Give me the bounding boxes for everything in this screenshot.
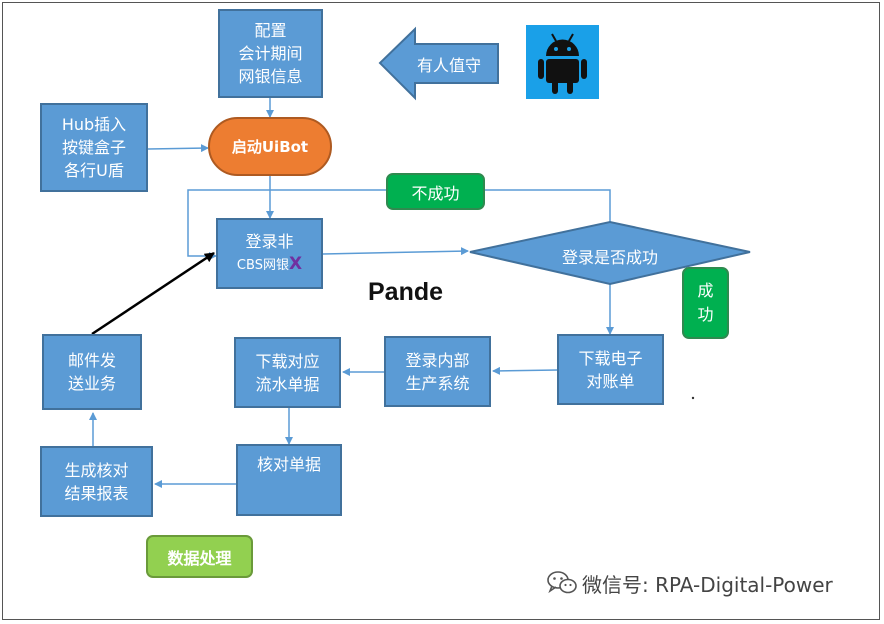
config-line-3: 网银信息: [238, 67, 303, 86]
login-cbs-box: 登录非 CBS网银X: [216, 218, 323, 289]
download-statement-box: 下载电子 对账单: [557, 334, 664, 405]
generate-report-line-2: 结果报表: [64, 483, 129, 503]
success-line-2: 功: [697, 305, 714, 324]
download-flow-line-2: 流水单据: [255, 374, 320, 394]
pande-text: Pande: [368, 278, 444, 306]
reconcile-line: 核对单据: [256, 455, 321, 474]
config-line-1: 配置: [254, 21, 287, 40]
unattended-arrow: [378, 26, 499, 101]
config-box: 配置 会计期间 网银信息: [218, 9, 323, 98]
login-cbs-line-1: 登录非: [245, 232, 294, 251]
unattended-label: 有人值守: [416, 56, 481, 75]
hub-box: Hub插入 按键盒子 各行U盾: [40, 103, 148, 192]
login-internal-box: 登录内部 生产系统: [384, 336, 491, 407]
hub-line-1: Hub插入: [61, 115, 127, 134]
watermark-text: 微信号: RPA-Digital-Power: [582, 572, 833, 597]
download-statement-line-1: 下载电子: [578, 348, 643, 368]
decision-label: 登录是否成功: [561, 248, 658, 267]
download-flow-line-1: 下载对应: [255, 351, 320, 371]
arrow-login-to-decision: [322, 247, 469, 256]
reconcile-box: 核对单据: [236, 444, 342, 516]
email-box: 邮件发 送业务: [42, 334, 142, 410]
email-line-1: 邮件发: [67, 351, 116, 370]
download-flow-box: 下载对应 流水单据: [234, 337, 341, 408]
fail-label: 不成功: [386, 173, 485, 210]
decision-diamond: [469, 220, 751, 286]
android-tile: [526, 25, 599, 99]
arrow-download-to-internal: [492, 366, 559, 375]
arrow-fail-loop: [187, 189, 611, 260]
arrow-hub-to-start: [147, 144, 209, 153]
data-processing-label: 数据处理: [146, 535, 253, 578]
success-label: 成 功: [682, 267, 729, 339]
wechat-watermark: 微信号: RPA-Digital-Power: [546, 568, 833, 598]
download-statement-line-2: 对账单: [586, 371, 635, 391]
hub-line-2: 按键盒子: [61, 138, 126, 157]
hub-line-3: 各行U盾: [64, 161, 124, 180]
login-internal-line-1: 登录内部: [405, 350, 470, 370]
generate-report-box: 生成核对 结果报表: [40, 446, 153, 517]
wechat-icon: [547, 571, 577, 594]
login-cbs-x-mark: X: [288, 254, 303, 274]
config-line-2: 会计期间: [238, 44, 303, 63]
start-uibot-pill: 启动UiBot: [208, 117, 332, 176]
arrow-email-to-login: [91, 251, 215, 336]
login-internal-line-2: 生产系统: [405, 373, 470, 393]
android-icon: [538, 33, 587, 94]
email-line-2: 送业务: [67, 374, 116, 393]
generate-report-line-1: 生成核对: [64, 460, 129, 480]
stray-dot: [691, 396, 695, 400]
login-cbs-line-2: CBS网银: [236, 258, 289, 273]
success-line-1: 成: [697, 281, 714, 300]
